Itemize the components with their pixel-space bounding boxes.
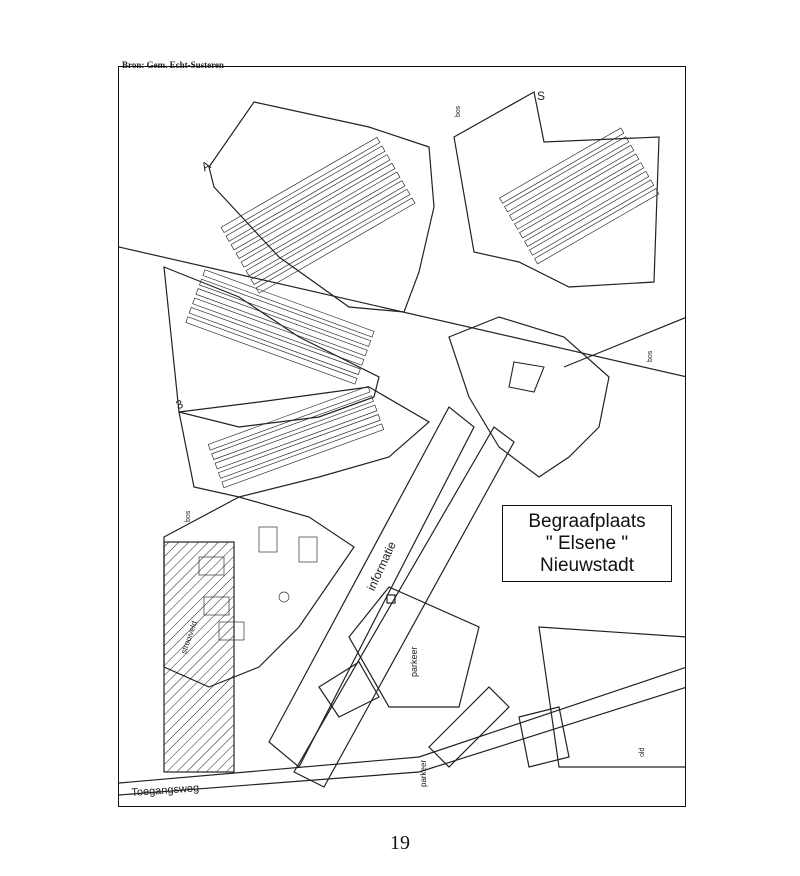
right-small bbox=[518, 706, 570, 768]
parking-label-2: parkeer bbox=[419, 759, 428, 787]
title-line-1: Begraafplaats bbox=[528, 510, 646, 532]
cemetery-map: Toegangsweg informatie parkeer parkeer b… bbox=[118, 66, 686, 807]
central-plaza bbox=[448, 316, 610, 478]
strooiveld-area bbox=[163, 541, 235, 773]
parking-block bbox=[348, 586, 480, 708]
parking-block-2 bbox=[318, 661, 380, 718]
main-path bbox=[268, 406, 475, 768]
forest-label-3: bos bbox=[185, 510, 192, 522]
parking-block-3 bbox=[428, 686, 510, 768]
section-3-block bbox=[163, 266, 380, 428]
plaza-structure bbox=[508, 361, 545, 393]
map-drawing bbox=[119, 91, 685, 796]
section-s-block bbox=[453, 91, 660, 288]
map-title-box: Begraafplaats " Elsene " Nieuwstadt bbox=[502, 505, 672, 582]
parking-label-1: parkeer bbox=[409, 646, 419, 677]
right-area bbox=[538, 626, 685, 768]
old-label: old bbox=[639, 747, 646, 757]
page-number: 19 bbox=[390, 832, 410, 854]
forest-label-2: bos bbox=[647, 350, 654, 362]
title-line-3: Nieuwstadt bbox=[540, 554, 634, 576]
source-credit: Bron: Gem. Echt-Susteren bbox=[122, 60, 224, 70]
section-a-block bbox=[208, 101, 435, 313]
main-path-2 bbox=[293, 426, 515, 788]
title-line-2: " Elsene " bbox=[545, 532, 629, 554]
info-marker bbox=[386, 594, 396, 604]
forest-label-1: bos bbox=[455, 105, 462, 117]
section-letter-s: S bbox=[537, 89, 546, 103]
section-3-lower-block bbox=[178, 386, 431, 498]
